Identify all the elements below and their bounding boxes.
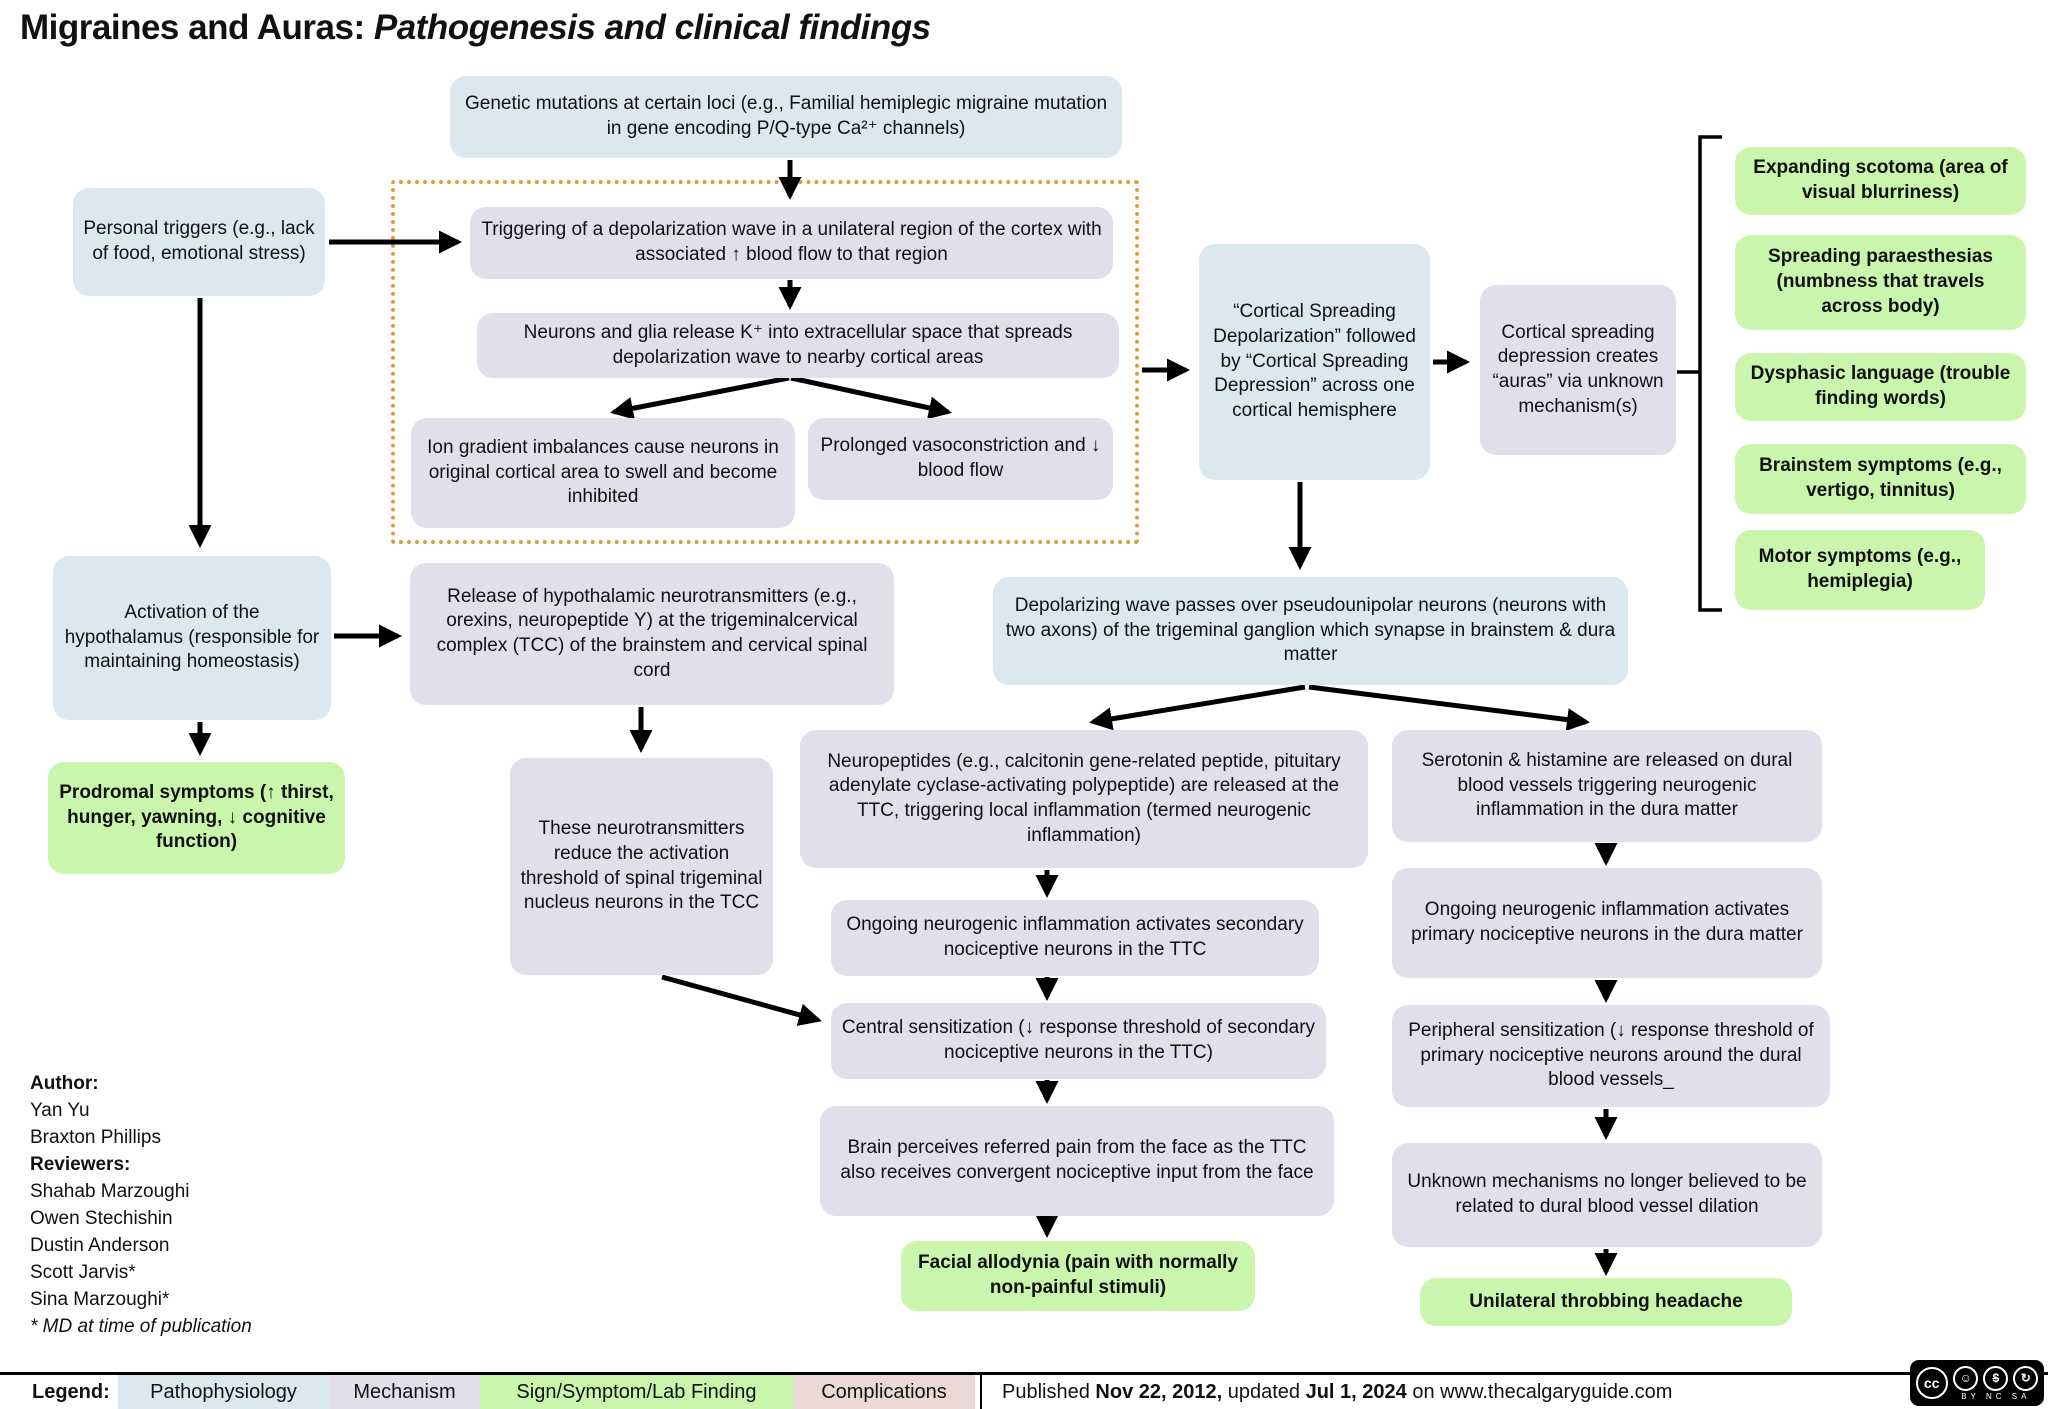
- node-aura-dysphasic-language: Dysphasic language (trouble finding word…: [1735, 353, 2026, 421]
- node-peripheral-sensitization: Peripheral sensitization (↓ response thr…: [1392, 1005, 1830, 1107]
- legend-pathophysiology: Pathophysiology: [118, 1375, 329, 1409]
- legend-label: Legend:: [32, 1380, 110, 1403]
- node-unknown-mechanisms: Unknown mechanisms no longer believed to…: [1392, 1143, 1822, 1247]
- node-csd-creates-auras: Cortical spreading depression creates “a…: [1480, 285, 1676, 455]
- page-title: Migraines and Auras: Pathogenesis and cl…: [20, 8, 931, 48]
- updated-date: Jul 1, 2024: [1305, 1380, 1407, 1403]
- node-ongoing-inflammation-ttc: Ongoing neurogenic inflammation activate…: [831, 900, 1319, 976]
- node-aura-motor-symptoms: Motor symptoms (e.g., hemiplegia): [1735, 530, 1985, 610]
- cc-license-badge: cc ☺ $ ↻ BY NC SA: [1910, 1360, 2044, 1406]
- title-subtitle: Pathogenesis and clinical findings: [364, 8, 931, 47]
- md-footnote: * MD at time of publication: [30, 1316, 252, 1337]
- node-serotonin-histamine: Serotonin & histamine are released on du…: [1392, 730, 1822, 842]
- cc-module-labels: BY NC SA: [1961, 1391, 2031, 1401]
- nc-glyph: $: [1992, 1371, 2000, 1385]
- reviewer-name: Shahab Marzoughi: [30, 1181, 190, 1202]
- node-genetic-mutations: Genetic mutations at certain loci (e.g.,…: [450, 76, 1122, 158]
- node-ion-gradient-imbalance: Ion gradient imbalances cause neurons in…: [411, 418, 795, 528]
- reviewer-name: Dustin Anderson: [30, 1235, 170, 1256]
- legend-complications: Complications: [793, 1375, 975, 1409]
- node-depolarization-trigger: Triggering of a depolarization wave in a…: [470, 207, 1113, 279]
- cc-icon: cc: [1915, 1367, 1948, 1399]
- reviewer-name: Scott Jarvis*: [30, 1262, 136, 1283]
- legend-divider: [980, 1375, 982, 1409]
- updated-word: updated: [1222, 1380, 1306, 1403]
- cortical-mechanism-cluster-outline: [391, 180, 1139, 544]
- author-name: Braxton Phillips: [30, 1127, 161, 1148]
- author-label: Author:: [30, 1073, 99, 1094]
- legend-mechanism: Mechanism: [329, 1375, 480, 1409]
- cc-by-icon: ☺: [1953, 1365, 1979, 1391]
- node-aura-brainstem-symptoms: Brainstem symptoms (e.g., vertigo, tinni…: [1735, 444, 2026, 514]
- legend-sign-symptom: Sign/Symptom/Lab Finding: [480, 1375, 793, 1409]
- site-url: on www.thecalgaryguide.com: [1406, 1380, 1673, 1403]
- publication-info: Published Nov 22, 2012, updated Jul 1, 2…: [1002, 1375, 1672, 1409]
- node-personal-triggers: Personal triggers (e.g., lack of food, e…: [73, 188, 325, 296]
- node-ongoing-inflammation-dura: Ongoing neurogenic inflammation activate…: [1392, 868, 1822, 978]
- reviewer-name: Sina Marzoughi*: [30, 1289, 170, 1310]
- node-central-sensitization: Central sensitization (↓ response thresh…: [831, 1003, 1326, 1079]
- node-neurons-glia-k-release: Neurons and glia release K⁺ into extrace…: [477, 313, 1119, 378]
- title-main: Migraines and Auras:: [20, 8, 365, 47]
- node-neuropeptides-released: Neuropeptides (e.g., calcitonin gene-rel…: [800, 730, 1368, 868]
- node-tcc-threshold-reduction: These neurotransmitters reduce the activ…: [510, 758, 773, 975]
- node-facial-allodynia: Facial allodynia (pain with normally non…: [901, 1241, 1255, 1311]
- cc-modules: ☺ $ ↻ BY NC SA: [1953, 1365, 2039, 1401]
- published-prefix: Published: [1002, 1380, 1096, 1403]
- node-prodromal-symptoms: Prodromal symptoms (↑ thirst, hunger, ya…: [48, 762, 345, 874]
- node-prolonged-vasoconstriction: Prolonged vasoconstriction and ↓ blood f…: [808, 418, 1113, 500]
- node-cortical-spreading-depolarization: “Cortical Spreading Depolarization” foll…: [1199, 244, 1430, 480]
- node-hypothalamus-activation: Activation of the hypothalamus (responsi…: [53, 556, 331, 720]
- published-date: Nov 22, 2012,: [1095, 1380, 1223, 1403]
- author-name: Yan Yu: [30, 1100, 90, 1121]
- credits-block: Author: Yan Yu Braxton Phillips Reviewer…: [30, 1070, 252, 1340]
- aura-symptoms-bracket: [1677, 135, 1722, 612]
- node-depolarizing-wave-trigeminal: Depolarizing wave passes over pseudounip…: [993, 577, 1628, 685]
- node-brain-referred-pain: Brain perceives referred pain from the f…: [820, 1106, 1334, 1216]
- legend-bar: Legend: Pathophysiology Mechanism Sign/S…: [0, 1372, 2048, 1409]
- node-hypothalamic-neurotransmitter-release: Release of hypothalamic neurotransmitter…: [410, 563, 894, 705]
- cc-nc-icon: $: [1983, 1365, 2009, 1391]
- cc-sa-icon: ↻: [2013, 1365, 2039, 1391]
- node-aura-expanding-scotoma: Expanding scotoma (area of visual blurri…: [1735, 147, 2026, 215]
- node-aura-spreading-paraesthesias: Spreading paraesthesias (numbness that t…: [1735, 235, 2026, 330]
- reviewer-name: Owen Stechishin: [30, 1208, 173, 1229]
- node-unilateral-throbbing-headache: Unilateral throbbing headache: [1420, 1278, 1792, 1326]
- reviewers-label: Reviewers:: [30, 1154, 131, 1175]
